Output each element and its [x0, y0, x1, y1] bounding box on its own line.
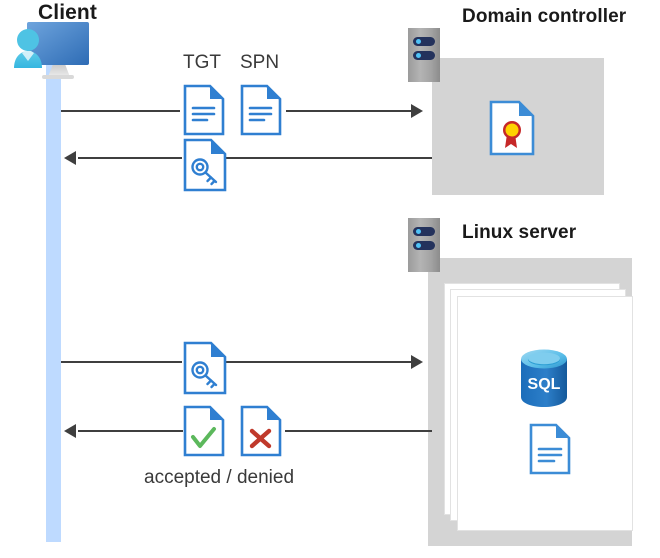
domain-controller-title: Domain controller — [462, 6, 627, 27]
rack-bar — [413, 37, 435, 46]
container-card-front: Container — [457, 296, 633, 531]
certificate-document-icon — [489, 100, 535, 161]
server-rack-icon-domain-controller — [408, 28, 440, 82]
flow-4-line-left — [78, 430, 183, 432]
flow-3-arrowhead — [411, 355, 423, 369]
accepted-check-document-icon — [183, 405, 225, 462]
flow-1-line-left — [61, 110, 180, 112]
flow-1-arrowhead — [411, 104, 423, 118]
key-document-icon-flow2 — [183, 138, 227, 197]
client-title: Client — [38, 1, 97, 24]
flow-2-line-left — [78, 157, 182, 159]
sql-database-icon: SQL — [515, 347, 573, 416]
flow-1-line-right — [286, 110, 412, 112]
client-workstation-icon — [6, 20, 111, 95]
flow-3-line-right — [226, 361, 412, 363]
rack-bar — [413, 241, 435, 250]
accepted-denied-label: accepted / denied — [144, 467, 295, 488]
rack-bar — [413, 227, 435, 236]
ticket-document-icon-spn — [240, 84, 282, 141]
flow-3-line-left — [61, 361, 182, 363]
flow-4-arrowhead — [64, 424, 76, 438]
flow-2-line-right — [225, 157, 432, 159]
client-lifeline — [46, 62, 61, 542]
keytab-document-icon — [529, 423, 571, 480]
tgt-label: TGT — [183, 52, 221, 73]
server-rack-icon-linux-server — [408, 218, 440, 272]
svg-text:SQL: SQL — [528, 376, 561, 393]
key-document-icon-flow3 — [183, 341, 227, 400]
rack-bar — [413, 51, 435, 60]
flow-2-arrowhead — [64, 151, 76, 165]
denied-cross-document-icon — [240, 405, 282, 462]
linux-server-title: Linux server — [462, 222, 577, 243]
flow-4-line-right — [285, 430, 432, 432]
spn-label: SPN — [240, 52, 280, 73]
ticket-document-icon-tgt — [183, 84, 225, 141]
